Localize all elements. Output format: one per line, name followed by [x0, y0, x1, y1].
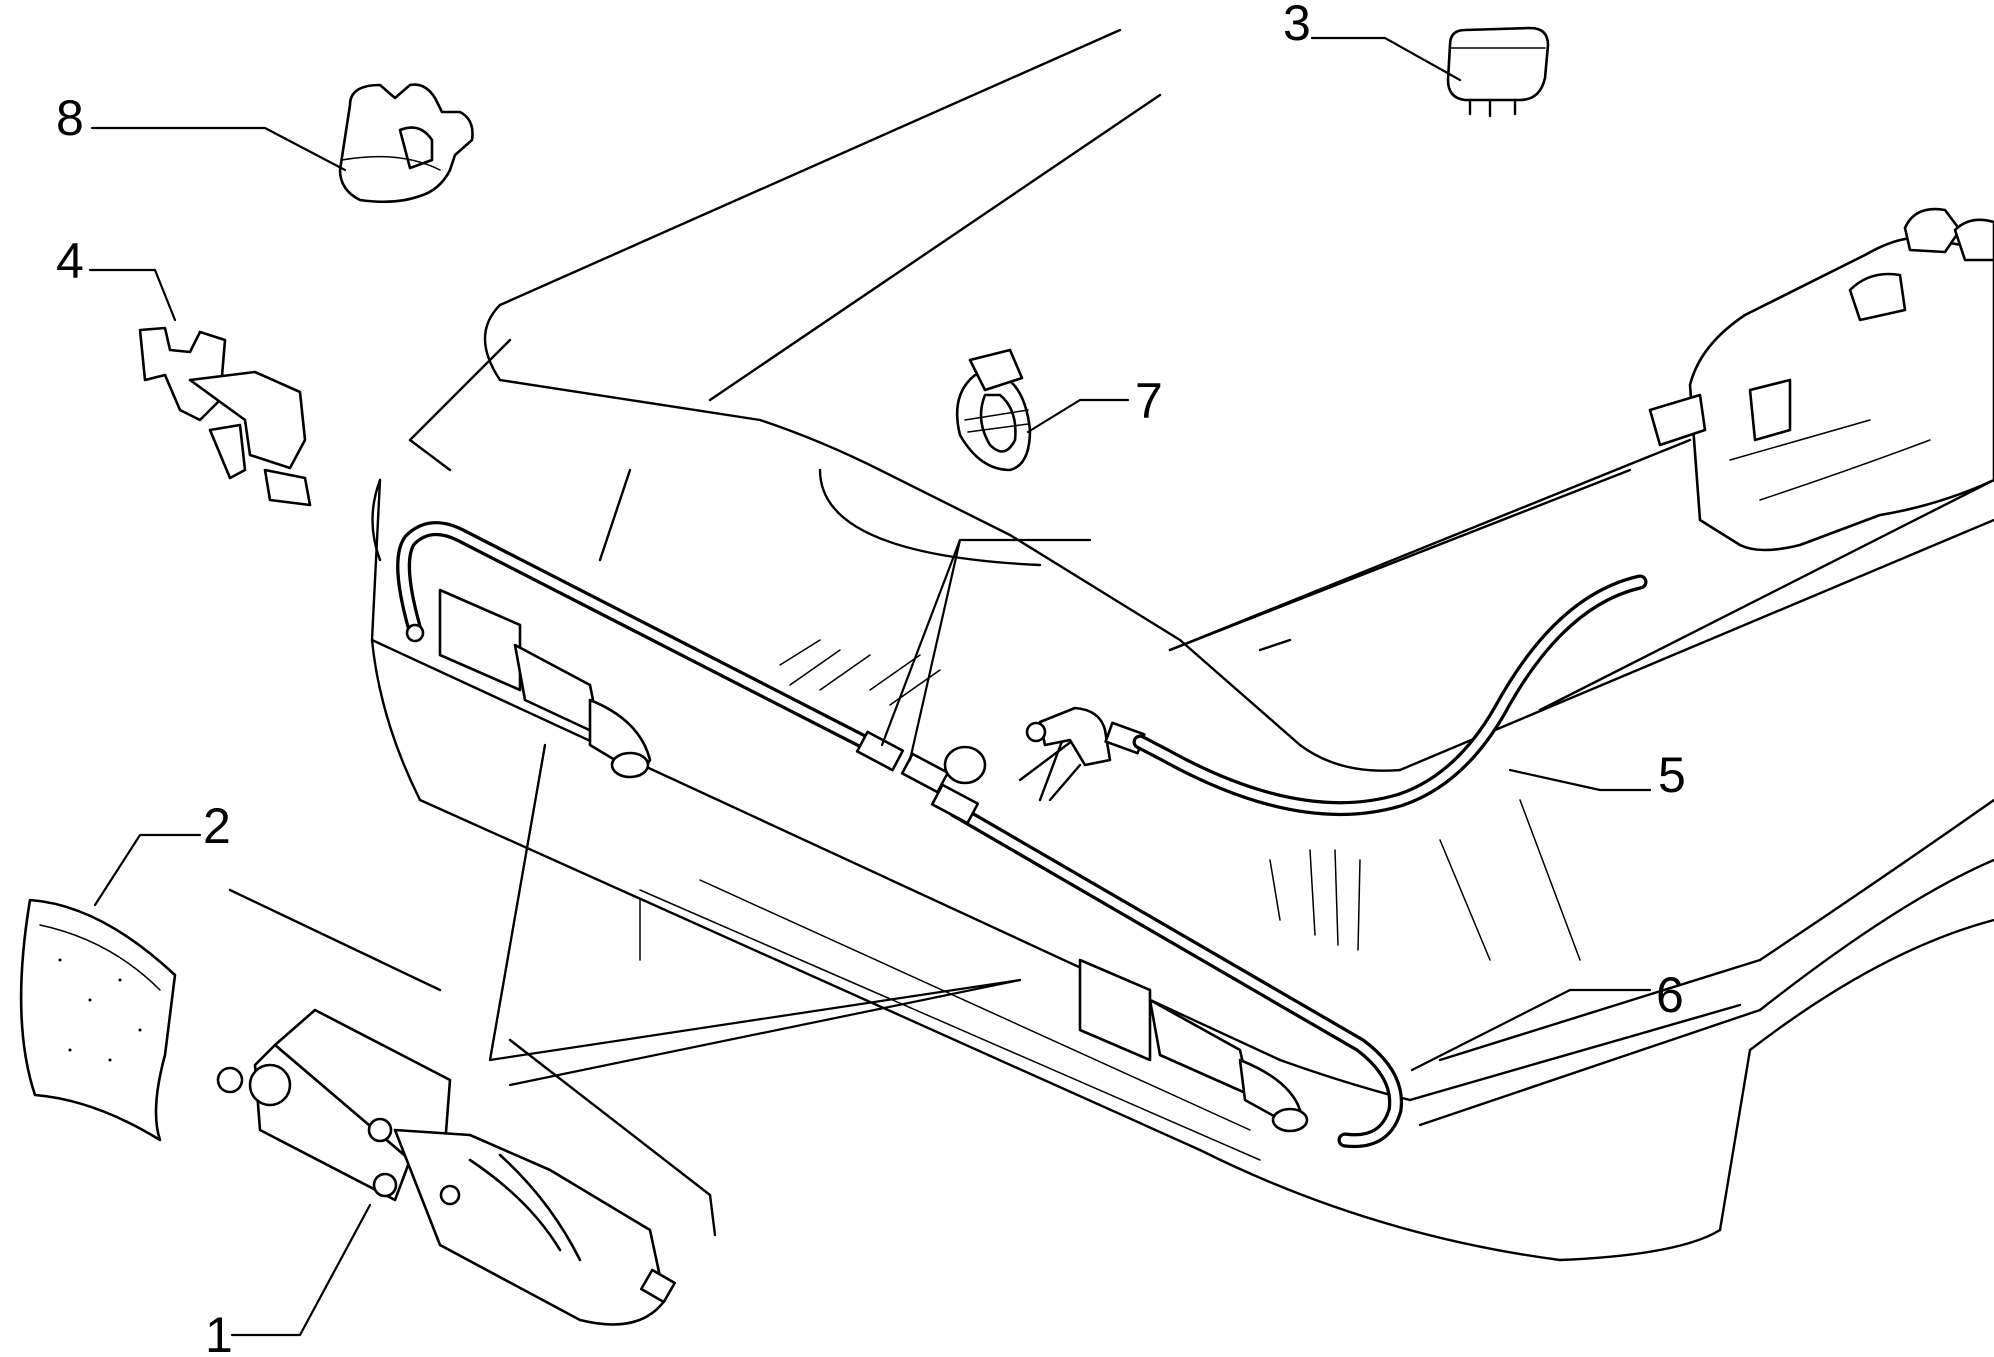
callout-6: 6: [1656, 967, 1684, 1023]
mounted-pump-right: [1078, 958, 1309, 1133]
callout-1: 1: [205, 1307, 233, 1357]
part-2-cover: [19, 898, 177, 1142]
part-8-clip: [338, 83, 474, 204]
reservoir-tank: [1648, 207, 1994, 552]
part-3-relay: [1446, 26, 1550, 118]
callout-2: 2: [203, 798, 231, 854]
part-7-clamp: [955, 348, 1032, 472]
part-4-clip: [138, 326, 312, 507]
callout-5: 5: [1658, 747, 1686, 803]
car-body: [228, 28, 1994, 1262]
callout-labels: 1 2 3 4 5 6 7 8: [56, 0, 1686, 1357]
callout-7: 7: [1135, 373, 1163, 429]
callout-3: 3: [1283, 0, 1311, 51]
callout-4: 4: [56, 233, 84, 289]
washer-hose-line: [396, 521, 1648, 1149]
mounted-pump-left: [438, 588, 652, 779]
part-1-pump: [216, 1008, 677, 1326]
callout-8: 8: [56, 90, 84, 146]
leader-lines: [88, 36, 1652, 1337]
